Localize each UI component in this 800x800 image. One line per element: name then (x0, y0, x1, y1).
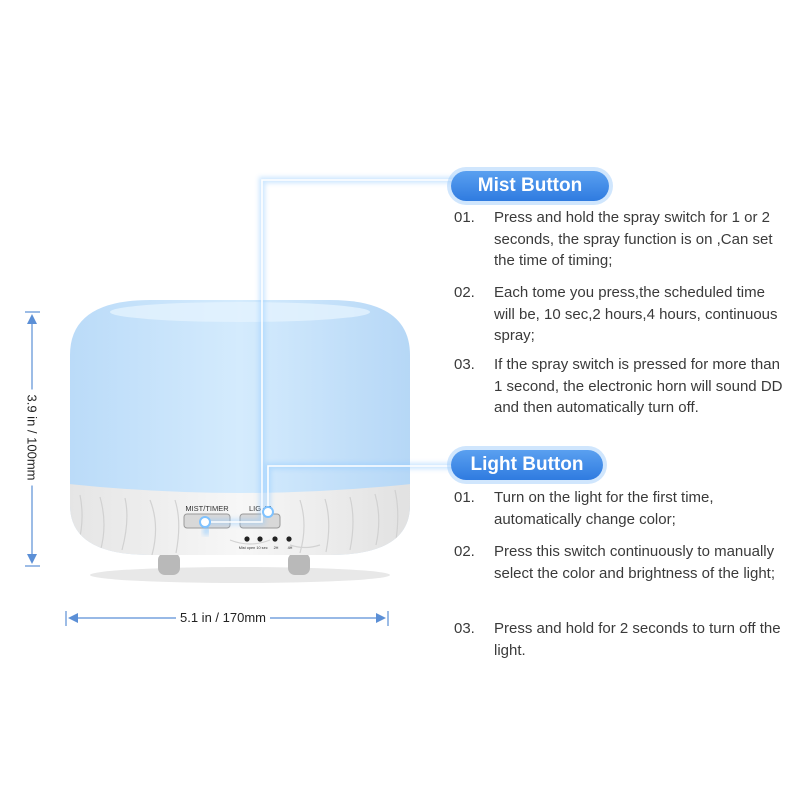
item-number: 01. (454, 489, 475, 506)
item-text: Turn on the light for the first time, au… (494, 489, 714, 528)
item-text: Press and hold for 2 seconds to turn off… (494, 620, 781, 659)
timer-dot-10sec (257, 536, 263, 542)
height-dimension-label: 3.9 in / 100mm (24, 389, 40, 486)
item-text: Press this switch continuously to manual… (494, 543, 776, 582)
mist-button-heading: Mist Button (451, 171, 609, 201)
mist-instruction-2: 02. Each tome you press,the scheduled ti… (454, 282, 784, 347)
light-instruction-3: 03. Press and hold for 2 seconds to turn… (454, 618, 784, 661)
item-number: 02. (454, 543, 475, 560)
item-number: 02. (454, 284, 475, 301)
mist-instruction-1: 01. Press and hold the spray switch for … (454, 207, 784, 272)
mist-callout-line (199, 177, 470, 535)
timer-label-10sec: 10 sec (256, 546, 267, 550)
item-number: 03. (454, 620, 475, 637)
timer-dot-4h (286, 536, 292, 542)
item-number: 03. (454, 356, 475, 373)
item-text: Press and hold the spray switch for 1 or… (494, 209, 773, 269)
timer-label-2h: 2H (274, 546, 279, 550)
mist-timer-label: MIST/TIMER (185, 504, 229, 513)
width-dimension-label: 5.1 in / 170mm (176, 610, 270, 625)
light-instruction-2: 02. Press this switch continuously to ma… (454, 541, 784, 584)
timer-dot-2h (272, 536, 278, 542)
light-button-heading: Light Button (451, 450, 603, 480)
timer-label-4h: 4H (288, 546, 293, 550)
item-text: Each tome you press,the scheduled time w… (494, 284, 778, 344)
light-callout-line (262, 463, 470, 518)
item-text: If the spray switch is pressed for more … (494, 356, 783, 416)
diffuser-body (70, 300, 410, 555)
mist-instruction-3: 03. If the spray switch is pressed for m… (454, 354, 784, 419)
right-foot (288, 553, 310, 575)
timer-dot-mist (244, 536, 250, 542)
light-instruction-1: 01. Turn on the light for the first time… (454, 487, 784, 530)
timer-label-mist: Mist open (239, 546, 255, 550)
item-number: 01. (454, 209, 475, 226)
left-foot (158, 553, 180, 575)
